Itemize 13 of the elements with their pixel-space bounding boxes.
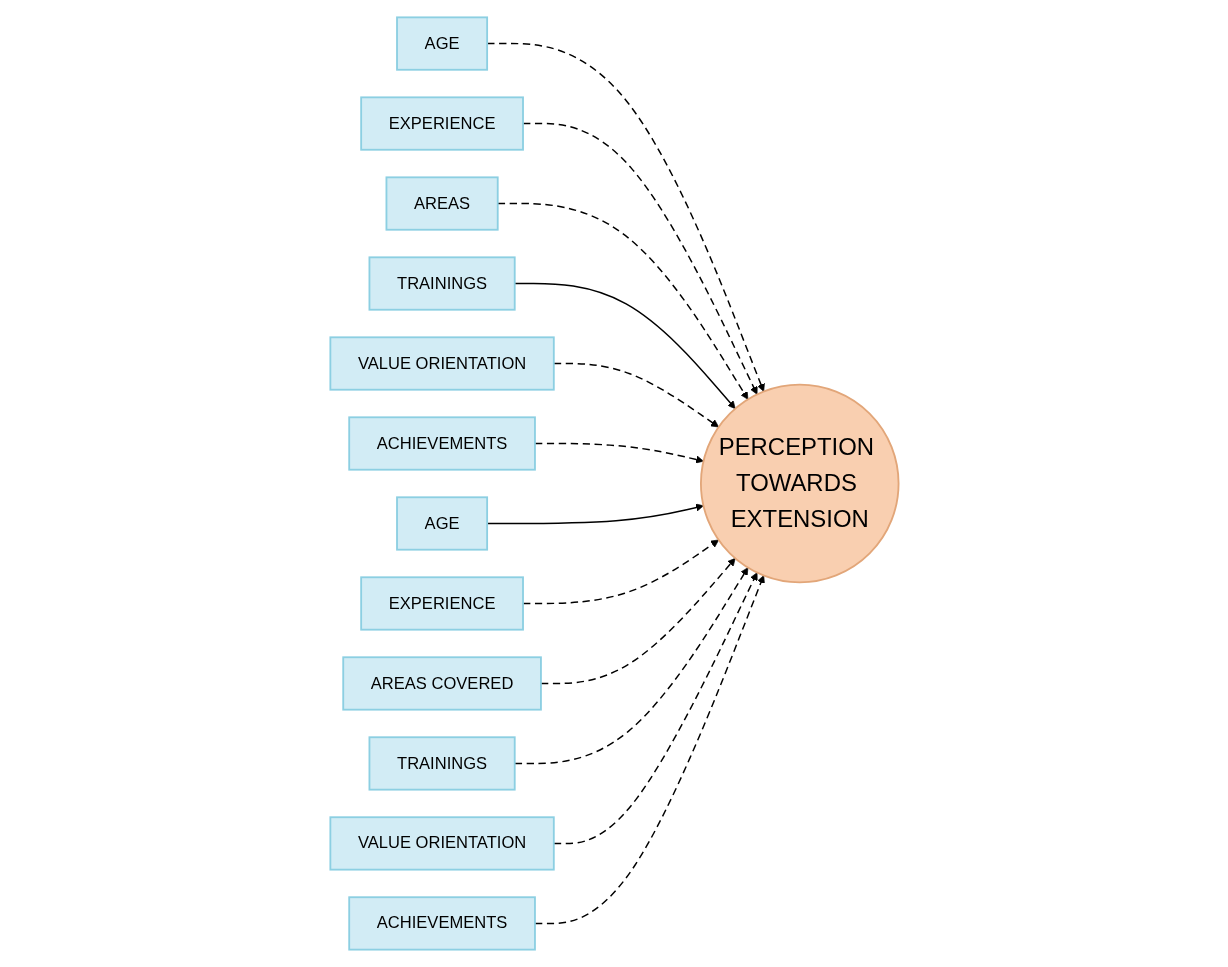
node-box: EXPERIENCE bbox=[359, 96, 524, 151]
node-box: ACHIEVEMENTS bbox=[347, 896, 536, 951]
node-box: AGE bbox=[395, 496, 488, 551]
node-box: VALUE ORIENTATION bbox=[328, 336, 555, 391]
node-box: TRAININGS bbox=[368, 736, 516, 791]
node-box: AREAS bbox=[385, 176, 499, 231]
node-box: EXPERIENCE bbox=[359, 576, 524, 631]
node-box: AGE bbox=[395, 16, 488, 71]
node-box: AREAS COVERED bbox=[341, 656, 542, 711]
node-circle: PERCEPTION TOWARDS EXTENSION bbox=[699, 383, 900, 584]
node-box: ACHIEVEMENTS bbox=[347, 416, 536, 471]
node-box: TRAININGS bbox=[368, 256, 516, 311]
node-box: VALUE ORIENTATION bbox=[328, 816, 555, 871]
